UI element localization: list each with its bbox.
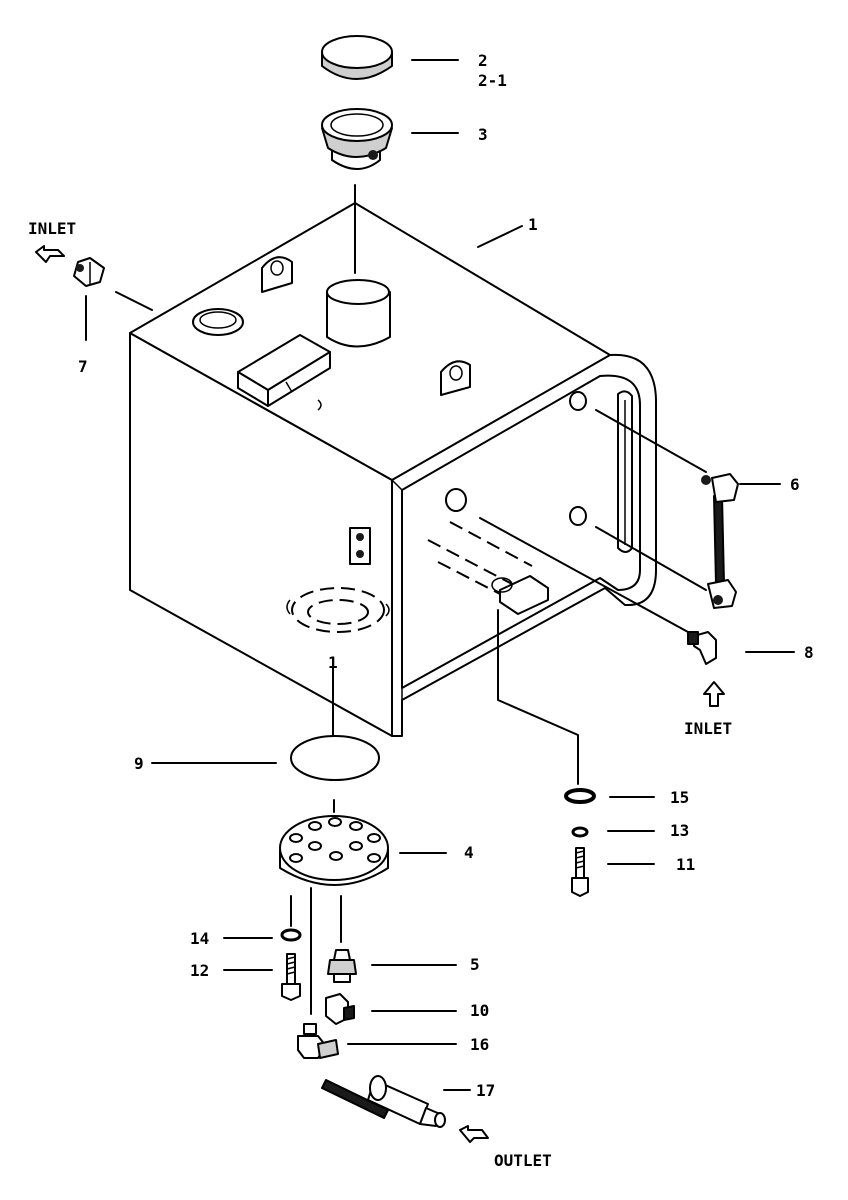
- gasket-9: [291, 736, 379, 780]
- hose-17: [322, 1076, 445, 1127]
- callout-17: 17: [476, 1081, 495, 1100]
- callout-2-1: 2-1: [478, 71, 507, 90]
- callout-13: 13: [670, 821, 689, 840]
- tank-bottom-port-hidden: [287, 588, 389, 632]
- callout-1-flange: 1: [328, 653, 338, 672]
- sight-gauge-6: [701, 474, 738, 608]
- callout-4: 4: [464, 843, 474, 862]
- frame-ports: [446, 392, 586, 525]
- filler-neck: [327, 280, 390, 347]
- callout-11: 11: [676, 855, 695, 874]
- nipple-5: [328, 950, 356, 982]
- leader-lines: [86, 60, 794, 1090]
- internal-pipes-hidden: [428, 522, 548, 614]
- inlet-left-arrow: [36, 246, 64, 262]
- fitting-16: [298, 1024, 338, 1058]
- inlet-right-label: INLET: [684, 719, 732, 738]
- callout-16: 16: [470, 1035, 489, 1054]
- washer-14: [282, 930, 300, 940]
- breather-cap: [322, 36, 392, 79]
- inlet-left-label: INLET: [28, 219, 76, 238]
- inlet-right-arrow: [704, 682, 724, 706]
- tank-body: [130, 203, 656, 736]
- o-ring-15: [566, 790, 594, 802]
- callout-2: 2: [478, 51, 488, 70]
- inlet-elbow-8: [688, 632, 716, 664]
- strainer: [322, 109, 392, 169]
- bolt-11: [572, 848, 588, 896]
- callout-12: 12: [190, 961, 209, 980]
- callout-5: 5: [470, 955, 480, 974]
- callout-7: 7: [78, 357, 88, 376]
- callout-1: 1: [528, 215, 538, 234]
- callout-15: 15: [670, 788, 689, 807]
- outlet-arrow: [460, 1126, 488, 1142]
- callout-8: 8: [804, 643, 814, 662]
- washer-13: [573, 828, 587, 836]
- outlet-label: OUTLET: [494, 1151, 552, 1170]
- lifting-lug-right: [441, 361, 470, 395]
- callout-10: 10: [470, 1001, 489, 1020]
- callout-9: 9: [134, 754, 144, 773]
- inlet-fitting-7: [74, 258, 104, 286]
- elbow-10: [326, 994, 354, 1024]
- suction-flange-4: [280, 816, 388, 885]
- lifting-lug-left: [262, 257, 292, 292]
- callout-6: 6: [790, 475, 800, 494]
- callout-3: 3: [478, 125, 488, 144]
- bolt-12: [282, 954, 300, 1000]
- callout-14: 14: [190, 929, 209, 948]
- top-block: [238, 335, 330, 410]
- side-bracket: [350, 528, 370, 564]
- top-port-ring: [193, 309, 243, 335]
